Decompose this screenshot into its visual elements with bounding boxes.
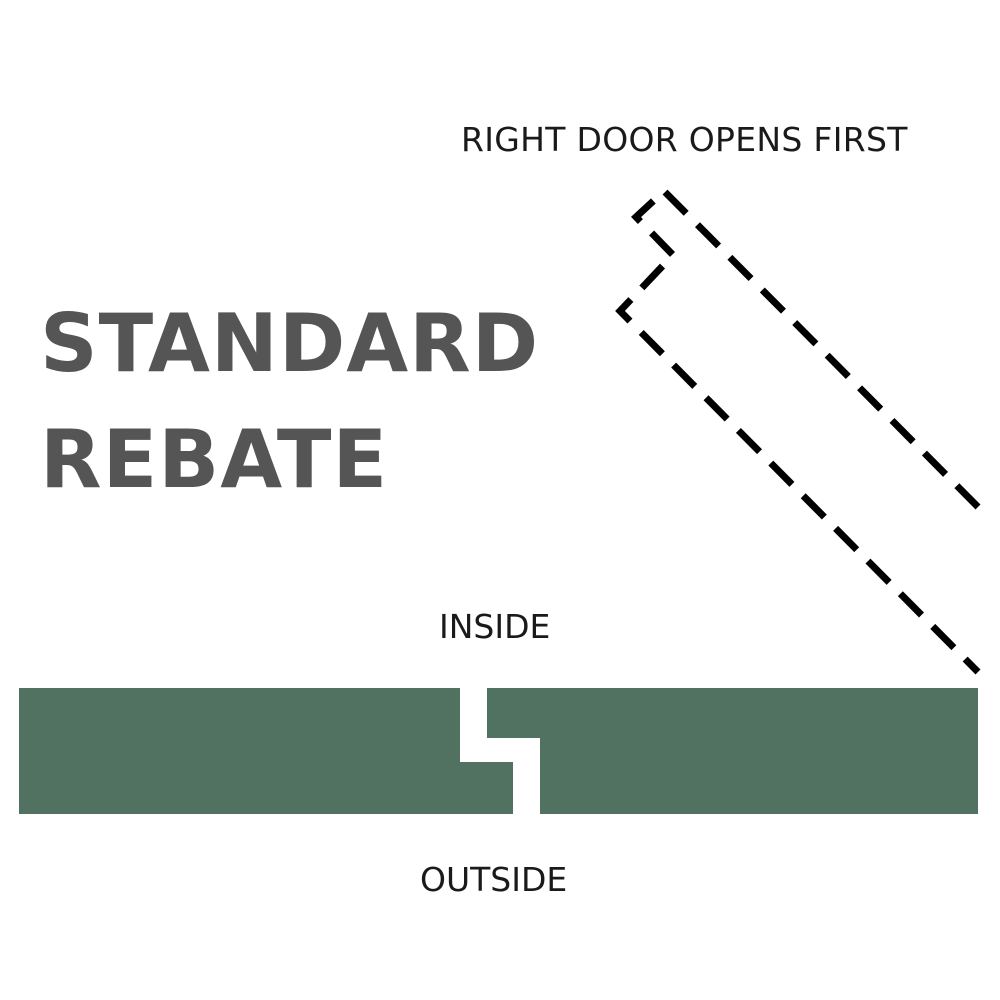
right-door-opens-first-label: RIGHT DOOR OPENS FIRST [461,120,908,159]
left-door-leaf [19,688,513,814]
title-line-1: STANDARD [40,297,540,390]
title-line-2: REBATE [40,413,389,506]
right-door-leaf [487,688,978,814]
diagram-title: STANDARD REBATE [40,286,539,518]
outside-label: OUTSIDE [420,860,568,899]
inside-label: INSIDE [439,607,551,646]
open-door-outline [615,186,981,675]
